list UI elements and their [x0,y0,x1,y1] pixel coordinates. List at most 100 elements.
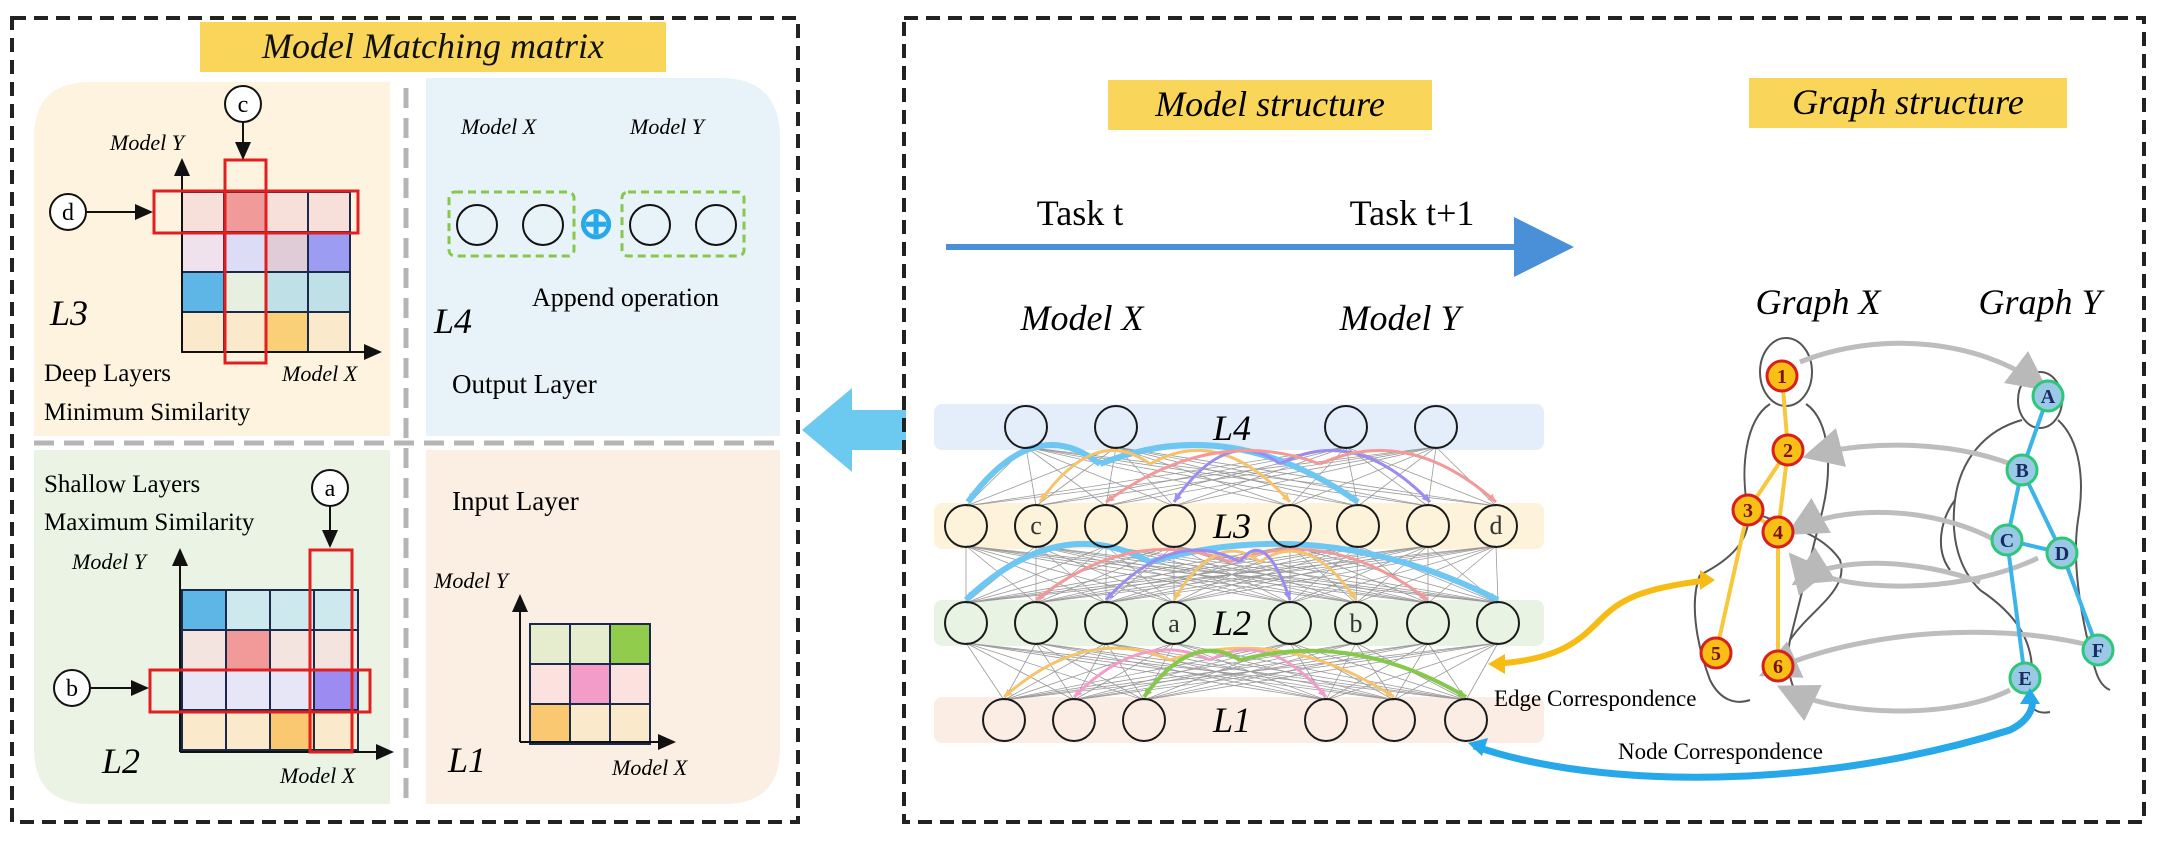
matching-arc [1319,448,1497,504]
matching-arc-head [1004,688,1013,697]
network-edge [1427,642,1467,701]
edge-correspondence-arrow [1492,577,1711,667]
q1-cell [569,703,611,745]
network-edge [1345,446,1359,507]
q2-quadrant: Shallow Layers Maximum Similarity a Mode… [44,469,394,788]
matching-arc-head [1106,591,1115,600]
graph-x-node-label: 1 [1777,366,1787,388]
l1-label: L1 [1212,700,1251,740]
graph-match-arc [1791,547,1981,586]
network-node-l4 [1094,405,1138,449]
q3-caption-line2: Minimum Similarity [44,399,251,426]
q3-ylabel: Model Y [109,130,187,155]
network-edge [1003,642,1499,701]
network-node-l3 [944,504,988,548]
q4-ylabel: Model Y [629,114,707,139]
q3-cell [307,311,351,353]
edge-correspondence-label: Edge Correspondence [1494,686,1696,711]
q1-cell [529,703,571,745]
graph-y-node [2005,453,2039,487]
matching-arc [1035,547,1231,602]
matching-arc-head [966,591,975,600]
network-node-l1 [1304,698,1348,742]
l4-label: L4 [1212,408,1251,448]
network-edge [1393,642,1499,701]
q2-ylabel: Model Y [71,549,149,574]
matching-arc-head [1174,493,1182,502]
network-edge [1105,642,1145,701]
q2-marker-a-label: a [325,476,336,502]
q2-layer-label: L2 [101,741,140,781]
model-structure-title: Model structure [1154,84,1385,124]
network-node-l2 [1084,601,1128,645]
node-correspondence-head-right [2020,688,2040,704]
network-edge [1427,446,1437,507]
q4-quadrant: Model X Model Y ⊕ Append operation L4 Ou… [433,114,746,399]
q2-marker-b-label: b [66,676,78,702]
q4-operation: Append operation [532,283,719,312]
l1-band [934,697,1544,743]
q3-cell [265,271,309,313]
graph-match-arc [1758,629,2101,678]
matching-arc-head [1349,494,1358,502]
graph-y-node-label: D [2055,543,2069,565]
q2-cell [269,669,315,711]
graph-match-arc [1776,684,2012,722]
matching-arc [1038,449,1151,503]
network-edge [1105,446,1437,507]
matching-arc [1105,449,1321,504]
q1-quadrant: Input Layer Model Y L1 Model X [433,486,689,780]
network-node-l2 [1476,601,1520,645]
graph-x-node [1761,515,1795,549]
graph-y-node-label: E [2018,668,2031,690]
network-node-l3 [1474,504,1518,548]
q1-caption: Input Layer [452,486,579,516]
network-edge [1173,446,1437,507]
model-structure-title-highlight [1108,80,1432,130]
network-nodes [944,405,1520,742]
graph-y-label: Graph Y [1978,282,2105,322]
q2-cell [181,709,227,751]
network-node-l2 [1152,601,1196,645]
q2-row-highlight [148,668,372,714]
left-panel: Model Matching matrix Model Y Model X c … [10,16,800,824]
graph-y-node [2008,661,2042,695]
network-node-l1 [1444,698,1488,742]
q1-ylabel: Model Y [433,568,511,593]
matching-arc-head [1281,493,1290,502]
graph-x-node [1765,359,1799,393]
q2-caption-line1: Shallow Layers [44,471,200,498]
graph-y-edge [2060,552,2100,651]
network-edge [965,545,1291,604]
network-edge [1465,642,1499,701]
graph-structure-title: Graph structure [1792,82,2024,122]
q2-cell [269,589,315,631]
network-edge [1355,642,1395,701]
network-node-l3 [1406,504,1450,548]
node-correspondence-label: Node Correspondence [1618,739,1823,764]
graph-structure-title-highlight [1749,78,2067,128]
q3-marker-d-label: d [62,200,74,226]
l3-node-c-label: c [1030,511,1042,540]
q2-cell [225,589,271,631]
network-edge [1143,642,1499,701]
q2-xlabel: Model X [279,763,357,788]
matching-arc [1259,549,1358,601]
left-panel-frame [10,16,800,824]
q3-cell [223,271,267,313]
q2-cell [225,669,271,711]
graph-x-node-label: 4 [1773,522,1783,544]
network-node-l2 [944,601,988,645]
l2-band [934,600,1544,646]
graph-y-node-label: A [2041,386,2056,408]
network-edge [1325,642,1429,701]
q2-col-highlight [308,548,354,754]
graph-x-node [1731,493,1765,527]
matching-arc-head [1174,591,1182,600]
q3-cell [307,271,351,313]
q2-cell [225,629,271,671]
network-node-l4 [1324,405,1368,449]
matching-arc [1238,548,1292,601]
q4-node-x1 [456,204,498,246]
matching-arc [1239,648,1468,699]
